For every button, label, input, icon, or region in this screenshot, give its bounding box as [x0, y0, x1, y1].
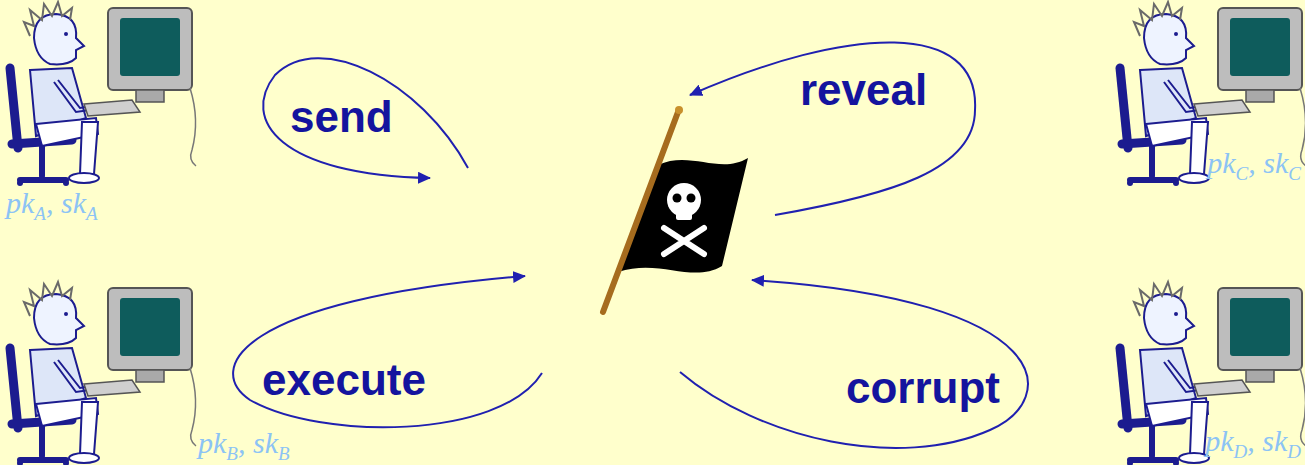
key-char: p	[1205, 424, 1220, 457]
oracle-label: corrupt	[846, 366, 1000, 410]
key-char: p	[1207, 146, 1222, 179]
key-char: k	[73, 186, 86, 219]
user-at-computer	[10, 282, 196, 465]
user-at-computer	[10, 2, 196, 186]
send-loop	[263, 58, 468, 178]
key-char	[245, 426, 253, 459]
subscript: D	[1287, 441, 1301, 462]
key-char: s	[61, 186, 73, 219]
key-char: p	[6, 186, 21, 219]
subscript: C	[1236, 163, 1249, 184]
oracle-label: send	[290, 95, 393, 139]
key-char: s	[1263, 146, 1275, 179]
key-char: ,	[46, 186, 54, 219]
key-char: ,	[1248, 146, 1256, 179]
key-char: k	[213, 426, 226, 459]
oracle-label: reveal	[800, 68, 927, 112]
subscript: A	[34, 203, 46, 224]
key-char	[1256, 146, 1264, 179]
key-char: k	[1275, 146, 1288, 179]
subscript: D	[1234, 441, 1248, 462]
reveal-loop	[690, 42, 975, 215]
pirate-flag	[603, 106, 748, 312]
key-pair-label: pkA, skA	[6, 188, 98, 218]
subscript: C	[1288, 163, 1301, 184]
key-char: s	[253, 426, 265, 459]
key-char: k	[1274, 424, 1287, 457]
key-char	[1255, 424, 1263, 457]
key-char: k	[1222, 146, 1235, 179]
key-char: ,	[238, 426, 246, 459]
user-at-computer	[1120, 2, 1305, 186]
corrupt-loop	[680, 280, 1028, 448]
subscript: B	[226, 443, 238, 464]
key-char	[53, 186, 61, 219]
key-pair-label: pkD, skD	[1205, 426, 1301, 456]
key-char: k	[1220, 424, 1233, 457]
key-char: ,	[1247, 424, 1255, 457]
user-at-computer	[1120, 282, 1305, 465]
key-pair-label: pkC, skC	[1207, 148, 1301, 178]
oracle-label: execute	[262, 358, 426, 402]
key-char: p	[198, 426, 213, 459]
key-char: s	[1262, 424, 1274, 457]
key-pair-label: pkB, skB	[198, 428, 290, 458]
key-char: k	[21, 186, 34, 219]
execute-loop	[233, 276, 542, 427]
subscript: A	[86, 203, 98, 224]
key-char: k	[265, 426, 278, 459]
subscript: B	[278, 443, 290, 464]
